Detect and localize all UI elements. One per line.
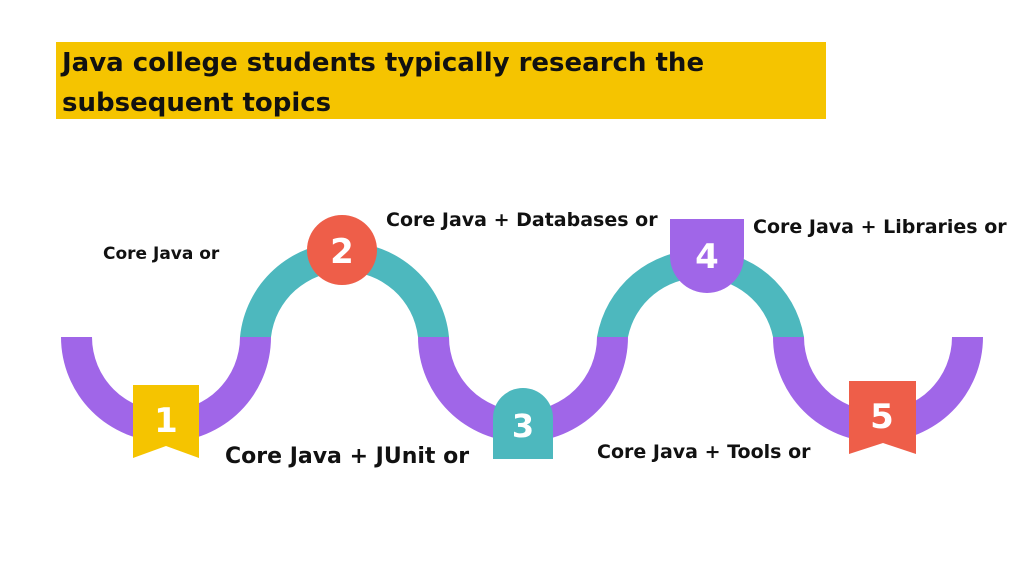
step-5-label: Core Java + Tools or: [597, 441, 811, 463]
step-2-number: 2: [330, 232, 354, 272]
page-title: Java college students typically research…: [62, 48, 705, 118]
step-4-label: Core Java + Libraries or: [753, 216, 1007, 238]
step-1-label: Core Java or: [103, 244, 220, 264]
step-4-number: 4: [695, 237, 719, 277]
title-banner: [56, 42, 826, 119]
step-3-marker: [493, 388, 553, 459]
step-1-number: 1: [154, 401, 178, 441]
step-5-number: 5: [870, 397, 894, 437]
step-2-label: Core Java + Databases or: [386, 209, 658, 231]
wave-trough-2: [418, 337, 628, 442]
step-2-marker: [307, 215, 377, 285]
step-1-marker: [133, 385, 199, 458]
step-4-marker: [670, 219, 744, 293]
step-5-marker: [849, 381, 916, 454]
wave-crest-1: [240, 242, 449, 337]
wave-crest-2: [597, 249, 804, 337]
wave-trough-1: [61, 337, 271, 442]
wave-trough-3: [773, 337, 983, 442]
step-3-number: 3: [512, 407, 534, 445]
step-3-label: Core Java + JUnit or: [225, 444, 470, 469]
